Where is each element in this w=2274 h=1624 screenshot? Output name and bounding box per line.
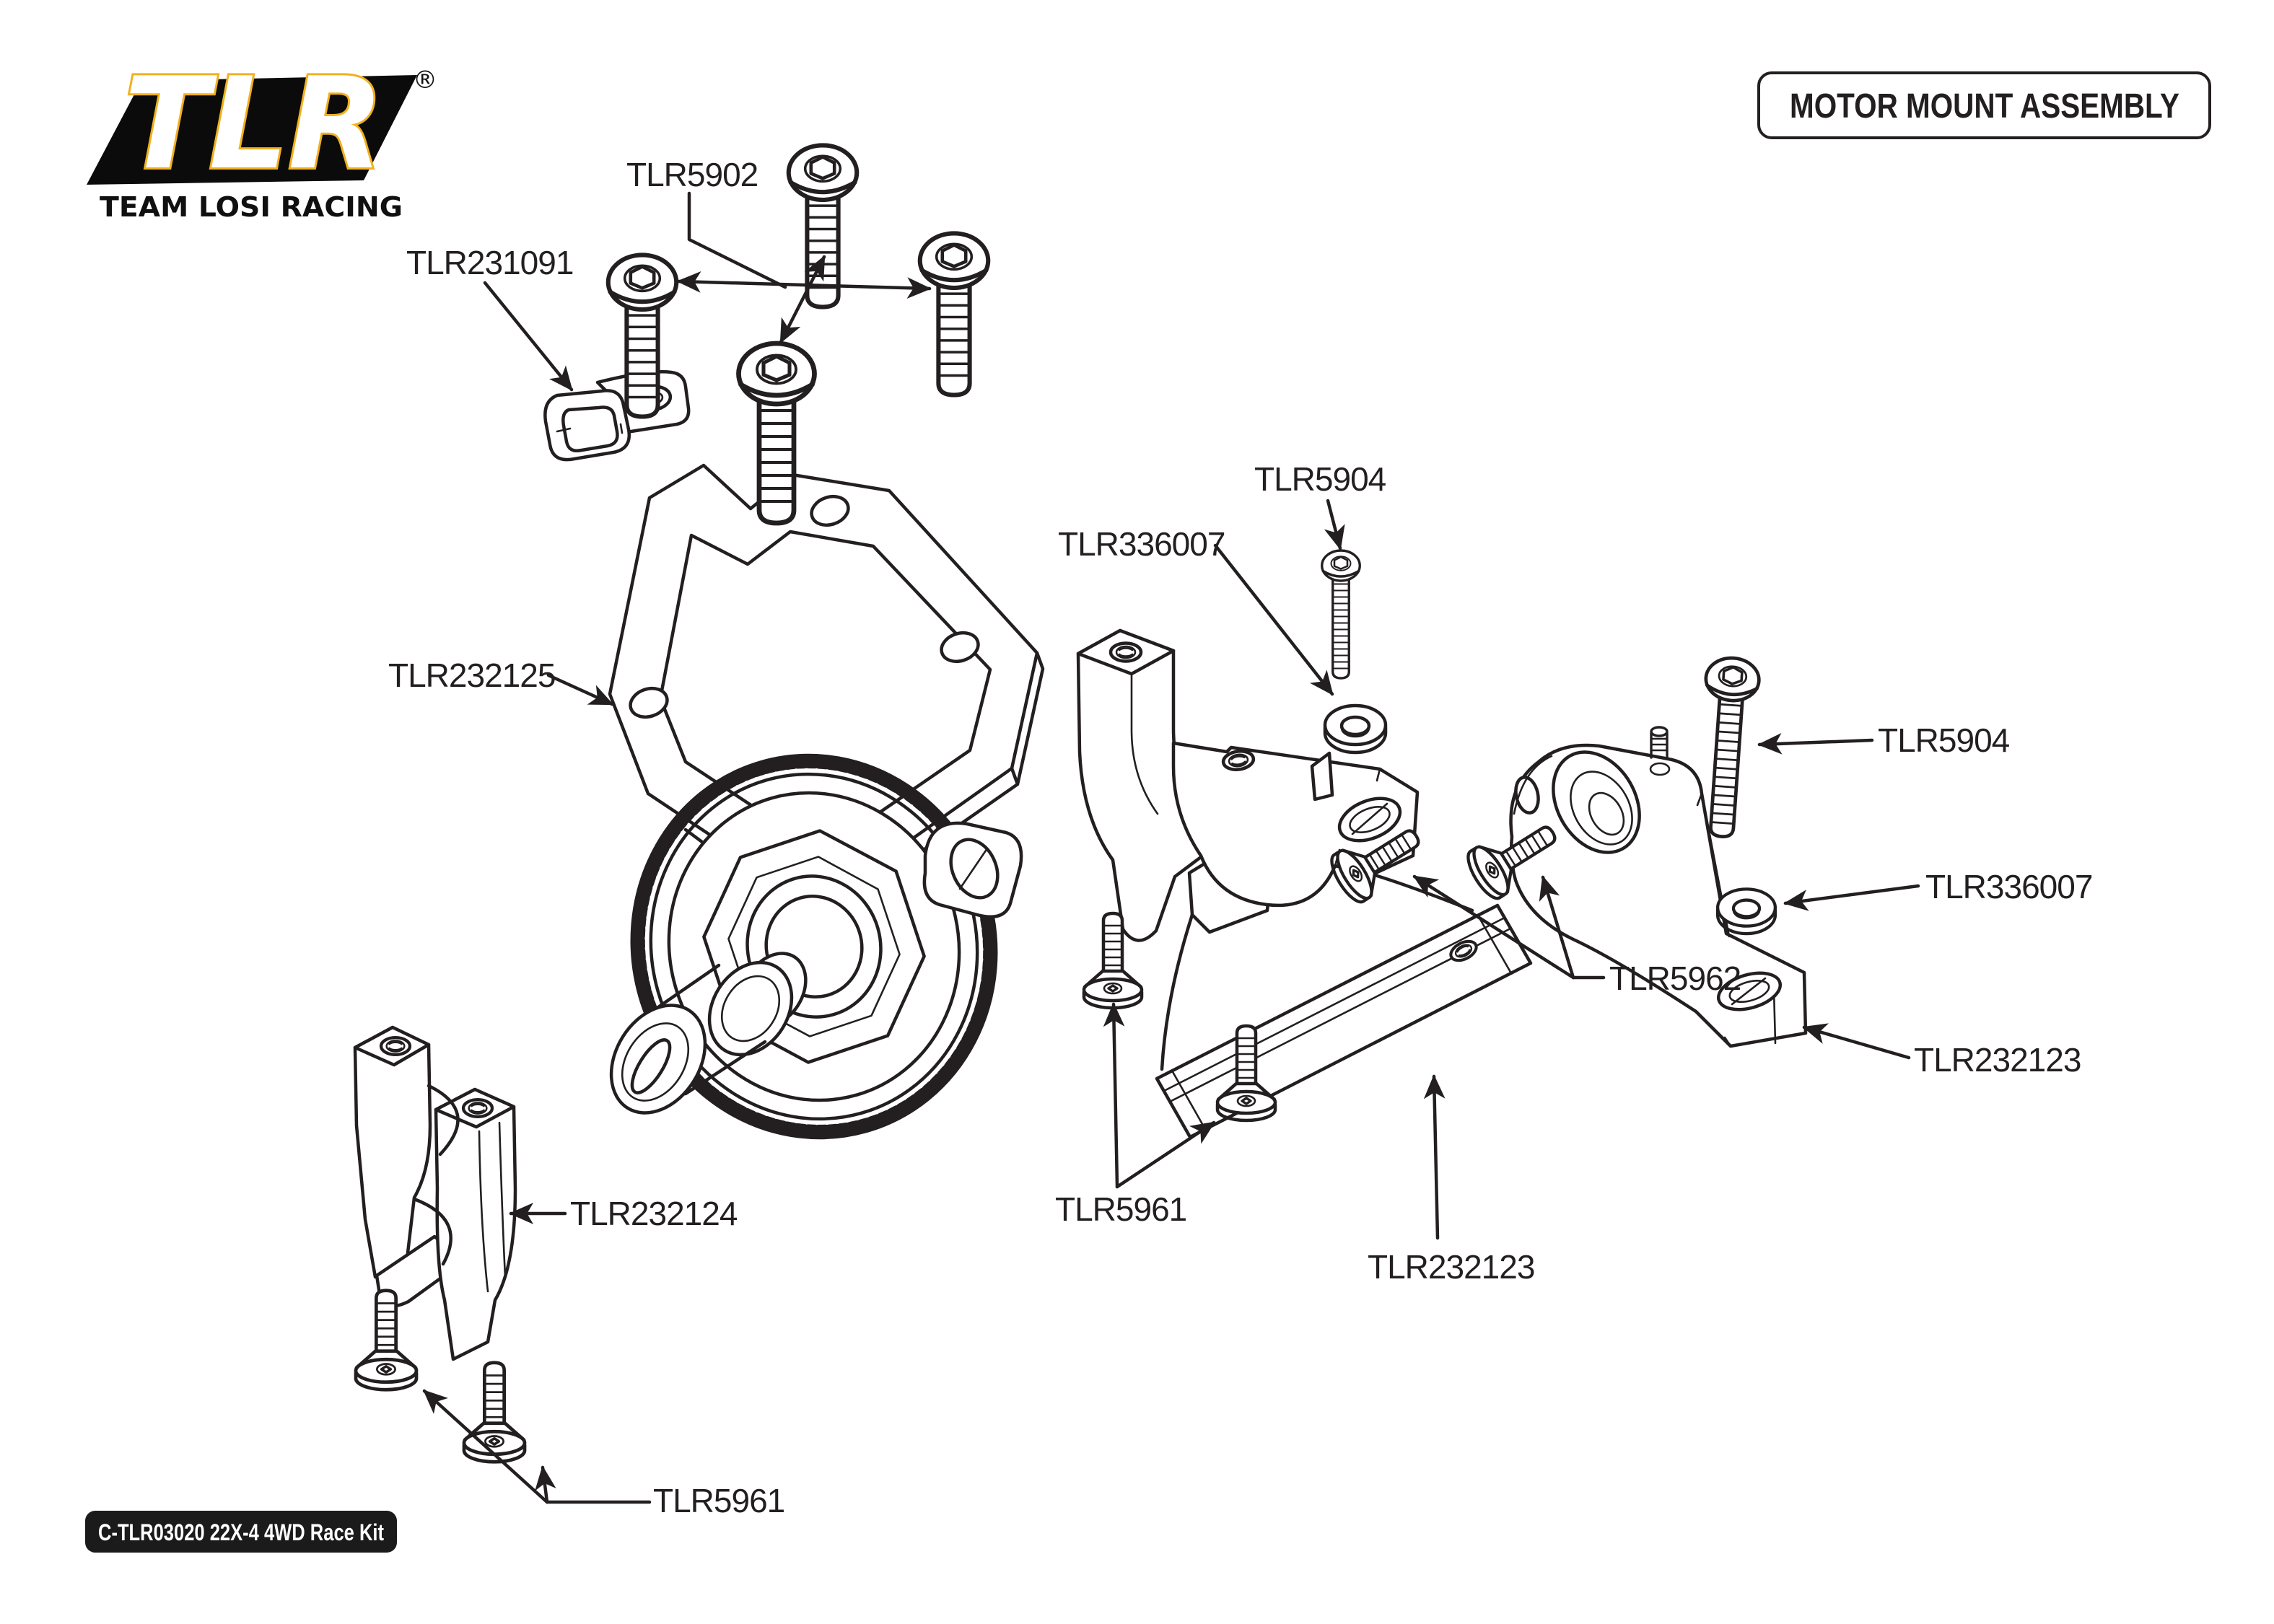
plate-hole: [940, 631, 980, 664]
part-label-tlr232125: TLR232125: [388, 657, 555, 694]
leader-arrow-tlr232125: [546, 673, 614, 706]
leader-arrow-tlr232123-mid: [1423, 1074, 1446, 1240]
part-drawings: [353, 145, 1808, 1462]
button-screw-tlr5902: [920, 233, 989, 395]
leader-arrow-tlr231091: [483, 281, 574, 392]
tlr-logo: TLR ® TEAM LOSI RACING: [87, 49, 437, 223]
tlr-logo-registered-mark: ®: [413, 66, 437, 95]
leader-arrow-tlr5962-a: [1412, 874, 1575, 980]
part-label-tlr5961-mid: TLR5961: [1055, 1190, 1186, 1228]
washer-tlr336007-right: [1718, 889, 1775, 934]
tlr-logo-subtitle: TEAM LOSI RACING: [100, 191, 403, 223]
spur-gear-drawing: [609, 753, 1023, 1140]
title-box: MOTOR MOUNT ASSEMBLY: [1757, 71, 2211, 139]
kit-badge-background: [85, 1511, 397, 1553]
washer-tlr336007-center: [1325, 706, 1386, 752]
part-label-tlr336007-right: TLR336007: [1925, 868, 2092, 905]
part-label-tlr5904-right: TLR5904: [1878, 721, 2010, 759]
post-threaded-hole: [1111, 644, 1141, 662]
part-label-tlr231091: TLR231091: [406, 244, 573, 281]
kit-badge: C-TLR03020 22X-4 4WD Race Kit: [85, 1511, 397, 1553]
page-title: MOTOR MOUNT ASSEMBLY: [1790, 87, 2179, 126]
leader-arrow-tlr5962-b: [1539, 875, 1575, 980]
part-label-tlr5961-bottom: TLR5961: [653, 1482, 784, 1519]
part-label-tlr232124: TLR232124: [570, 1195, 738, 1232]
leader-arrow-tlr5904-center: [1324, 499, 1345, 550]
brace-hole: [381, 1037, 410, 1055]
part-label-tlr232123-mid: TLR232123: [1368, 1248, 1534, 1286]
flat-screw-tlr5961-bottom: [356, 1291, 416, 1390]
tlr-logo-wordmark: TLR: [124, 51, 384, 198]
right-motor-mount-drawing: [1509, 726, 1808, 1048]
leader-arrow-tlr5961-bottom-a: [422, 1389, 549, 1504]
brace-hole: [463, 1100, 492, 1117]
center-motor-mount-drawing: [1076, 628, 1533, 1139]
part-label-tlr5904-center: TLR5904: [1254, 460, 1386, 498]
part-labels: TLR5902 TLR231091 TLR232125 TLR5904 TLR3…: [388, 156, 2093, 1519]
button-screw-tlr5902: [789, 145, 857, 307]
leader-arrow-tlr5961-mid-b: [1115, 1120, 1216, 1189]
tlr-logo-band: [87, 75, 417, 185]
leader-arrow-tlr232123-right: [1802, 1023, 1911, 1060]
part-label-tlr232123-right: TLR232123: [1914, 1041, 2081, 1079]
part-label-tlr5902: TLR5902: [626, 156, 758, 193]
leader-arrow-tlr336007-center: [1213, 543, 1334, 696]
leader-tlr5902: [687, 191, 787, 289]
leader-arrow-tlr5902-lr: [676, 271, 932, 299]
leader-arrows: [422, 191, 1920, 1504]
flat-screw-tlr5961-bottom: [464, 1363, 525, 1462]
leader-arrow-tlr5961-mid-a: [1103, 1002, 1125, 1189]
leader-arrow-tlr5961-bottom-b: [535, 1465, 556, 1504]
title-box-border: [1757, 71, 2211, 139]
plate-hole: [629, 686, 669, 719]
leader-arrow-tlr5902-ud: [779, 255, 826, 344]
long-screw-tlr5904-center: [1321, 549, 1361, 680]
plate-hole: [810, 494, 850, 527]
mount-brace-drawing: [353, 1025, 517, 1361]
kit-badge-text: C-TLR03020 22X-4 4WD Race Kit: [98, 1519, 384, 1545]
part-label-tlr336007-center: TLR336007: [1058, 525, 1225, 563]
leader-arrow-tlr5904-right: [1757, 732, 1874, 755]
part-label-tlr5962: TLR5962: [1609, 960, 1741, 997]
leader-arrow-tlr336007-right: [1783, 884, 1920, 911]
